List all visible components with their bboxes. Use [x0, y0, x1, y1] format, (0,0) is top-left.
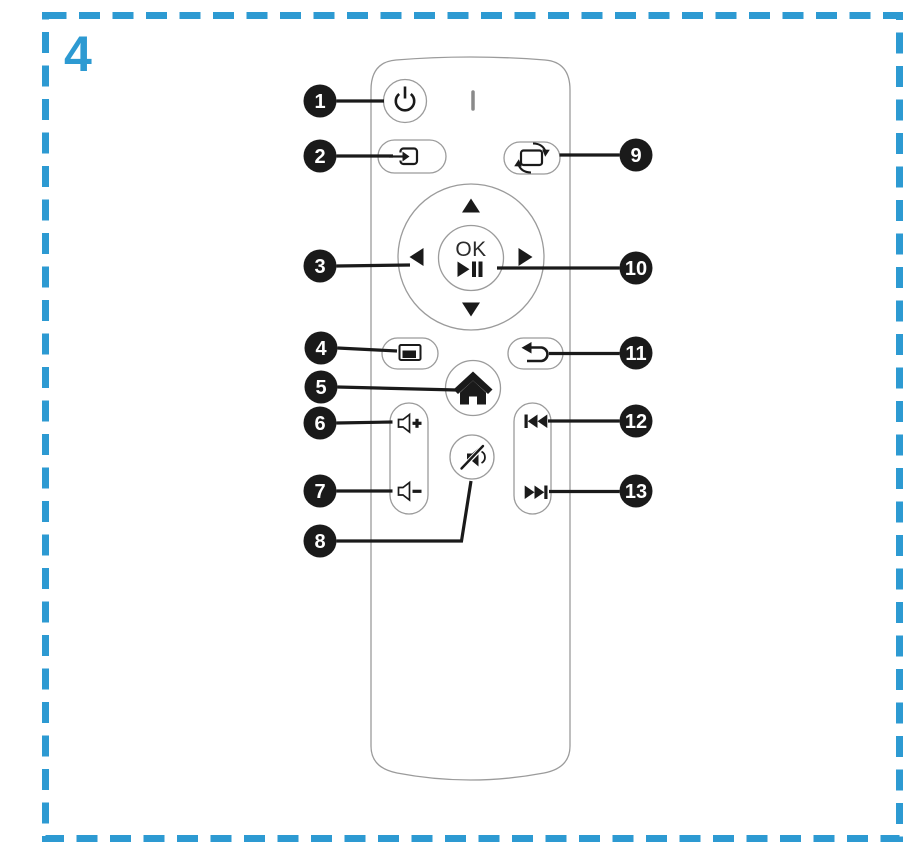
- callout-6: 6: [303, 406, 393, 440]
- volume-rocker: [389, 402, 429, 515]
- callout-3-leader: [336, 263, 411, 268]
- dpad-down-icon: [462, 302, 480, 317]
- callout-2: 2: [303, 139, 393, 173]
- callout-11: 11: [549, 336, 653, 370]
- callout-4-leader: [337, 346, 398, 353]
- callout-7: 7: [303, 474, 393, 508]
- dpad-right-icon: [518, 248, 533, 266]
- ok-label: OK: [455, 238, 486, 261]
- callout-9: 9: [559, 138, 653, 172]
- callout-13-badge: [619, 474, 653, 508]
- callout-3-number: 3: [314, 256, 325, 278]
- callout-1-number: 1: [314, 91, 325, 113]
- callout-4: 4: [304, 331, 398, 365]
- callout-10: 10: [497, 251, 653, 285]
- menu-icon: [398, 344, 422, 361]
- power-button: [382, 78, 428, 124]
- callout-5: 5: [304, 370, 457, 404]
- rotate-icon: [514, 142, 550, 174]
- callout-11-number: 11: [625, 343, 646, 365]
- step-number: 4: [64, 26, 92, 82]
- callout-8: 8: [303, 480, 473, 558]
- callout-13-number: 13: [625, 481, 647, 503]
- callout-6-number: 6: [314, 413, 325, 435]
- rotate-button: [503, 141, 561, 175]
- callout-5-leader: [337, 385, 457, 392]
- track-rocker-face: [513, 402, 552, 515]
- power-icon: [394, 86, 416, 112]
- callout-2-badge: [303, 139, 337, 173]
- callout-2-number: 2: [314, 146, 325, 168]
- volume-up-icon: [397, 412, 422, 434]
- callout-1-badge: [303, 84, 337, 118]
- callout-7-badge: [303, 474, 337, 508]
- callouts: 1 2 3 4 5 6 7: [303, 84, 653, 558]
- callout-10-number: 10: [625, 258, 647, 280]
- ok-button-face: [437, 224, 505, 292]
- previous-track-icon: [524, 414, 548, 428]
- source-input-icon: [389, 147, 419, 166]
- callout-3: 3: [303, 249, 411, 283]
- volume-down-icon: [397, 480, 422, 502]
- callout-4-badge: [304, 331, 338, 365]
- callout-5-number: 5: [315, 377, 326, 399]
- callout-3-badge: [303, 249, 337, 283]
- callout-8-badge: [303, 524, 337, 558]
- mute-icon: [459, 443, 486, 471]
- callout-8-leader: [336, 480, 473, 543]
- callout-6-badge: [303, 406, 337, 440]
- dpad: OK: [397, 183, 545, 331]
- track-rocker: [513, 402, 552, 515]
- next-track-icon: [524, 485, 548, 499]
- callout-12-badge: [619, 404, 653, 438]
- dpad-up-icon: [462, 198, 480, 213]
- callout-9-badge: [619, 138, 653, 172]
- callout-7-number: 7: [314, 481, 325, 503]
- remote-diagram: OK: [370, 56, 571, 781]
- callout-12: 12: [548, 404, 653, 438]
- callout-8-number: 8: [314, 531, 325, 553]
- callout-4-number: 4: [315, 338, 327, 360]
- callout-1: 1: [303, 84, 384, 118]
- callout-11-badge: [619, 336, 653, 370]
- menu-button: [381, 337, 439, 370]
- callout-13: 13: [549, 474, 653, 508]
- callout-5-badge: [304, 370, 338, 404]
- mute-button: [449, 434, 495, 480]
- home-button: [444, 359, 502, 417]
- power-button-face: [382, 78, 428, 124]
- back-button: [507, 337, 564, 370]
- home-icon: [453, 371, 493, 405]
- play-pause-icon: [457, 261, 483, 277]
- callout-6-leader: [336, 420, 393, 425]
- ok-button: OK: [437, 224, 505, 292]
- callout-12-number: 12: [625, 411, 647, 433]
- callout-10-badge: [619, 251, 653, 285]
- callout-9-number: 9: [630, 145, 641, 167]
- rotate-button-face: [503, 141, 561, 175]
- volume-rocker-face: [389, 402, 429, 515]
- back-icon: [521, 342, 549, 363]
- dpad-left-icon: [409, 248, 424, 266]
- source-button: [377, 139, 447, 174]
